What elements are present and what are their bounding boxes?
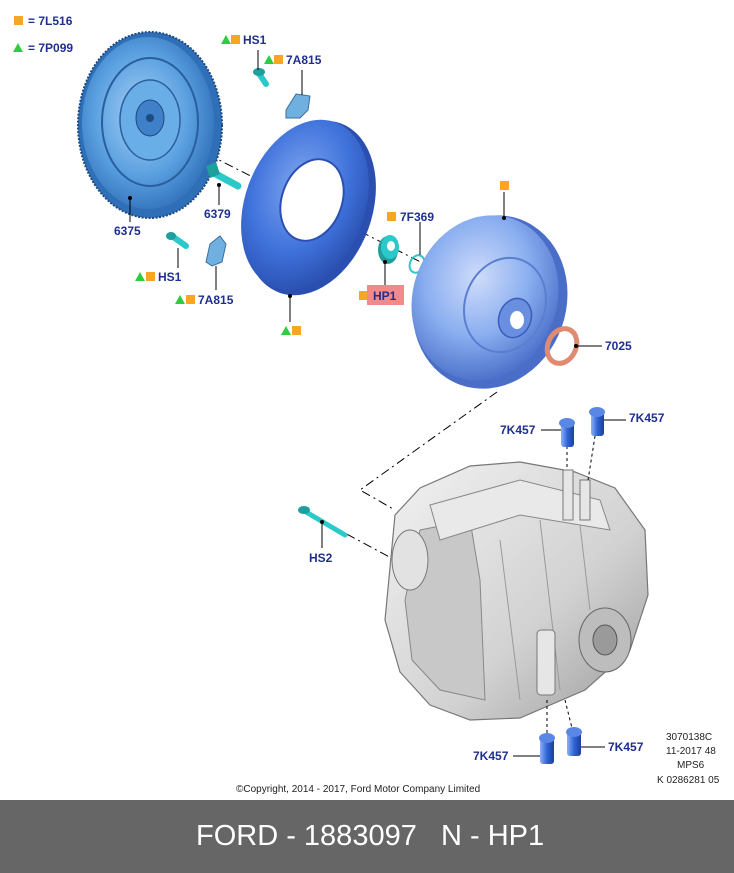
bolt-6379 [206,162,242,190]
bolt-hs1-left [166,232,189,249]
drawing-info-line-3: MPS6 [677,760,705,771]
callout-7f369: 7F369 [400,210,434,224]
footer-code: N - HP1 [441,820,545,852]
flywheel-6375 [77,31,223,219]
legend-text-7l516: = 7L516 [28,14,73,28]
marker-square-icon [359,291,367,300]
marker-square-icon [500,181,509,190]
plug-7k457-b [589,407,605,436]
drawing-info-line-4: K 0286281 05 [657,775,720,786]
callout-6379: 6379 [204,207,231,221]
marker-triangle-icon [264,55,274,64]
bracket-7a815-top [285,93,311,119]
bolt-hs2 [298,506,348,538]
callout-hs2: HS2 [309,551,333,565]
marker-square-icon [186,295,195,304]
marker-triangle-icon [281,326,291,335]
exploded-parts-diagram: = 7L516 = 7P099 6375 6379 HS1 7A8 [13,14,720,795]
callout-7025: 7025 [605,339,632,353]
callout-hp1: HP1 [373,289,397,303]
legend: = 7L516 = 7P099 [13,14,73,55]
transmission-housing [384,461,649,721]
callout-7k457-d: 7K457 [608,740,644,754]
hp1-highlight [367,285,404,305]
callout-7a815-top: 7A815 [286,53,322,67]
torque-converter [411,215,568,389]
seal-ring-7025 [544,326,580,366]
callout-hs1-left: HS1 [158,270,182,284]
seal-hp1 [378,235,399,264]
marker-triangle-icon [175,295,185,304]
copyright-notice: ©Copyright, 2014 - 2017, Ford Motor Comp… [236,784,480,795]
part-number-footer: FORD - 1883097 N - HP1 [0,800,734,873]
drawing-info-line-2: 11-2017 48 [666,746,716,757]
callout-7k457-a: 7K457 [500,423,536,437]
marker-square-icon [146,272,155,281]
cover-plate [241,119,376,296]
legend-triangle-icon [13,43,23,52]
plug-7k457-a [559,418,575,447]
marker-triangle-icon [135,272,145,281]
legend-text-7p099: = 7P099 [28,41,73,55]
bolt-hs1-top [253,68,269,87]
marker-square-icon [292,326,301,335]
marker-triangle-icon [221,35,231,44]
plug-7k457-d [566,727,582,756]
legend-square-icon [14,16,23,25]
callout-7a815-bottom: 7A815 [198,293,234,307]
marker-square-icon [231,35,240,44]
callout-6375: 6375 [114,224,141,238]
plug-7k457-c [539,733,555,764]
footer-title: FORD - 1883097 [196,820,417,852]
marker-square-icon [274,55,283,64]
marker-square-icon [387,212,396,221]
callout-hs1-top: HS1 [243,33,267,47]
callout-7k457-b: 7K457 [629,411,665,425]
callout-7k457-c: 7K457 [473,749,509,763]
drawing-info-line-1: 3070138C [666,732,712,743]
bracket-7a815-bottom [205,235,227,267]
drawing-info: 3070138C 11-2017 48 MPS6 K 0286281 05 [657,732,720,786]
